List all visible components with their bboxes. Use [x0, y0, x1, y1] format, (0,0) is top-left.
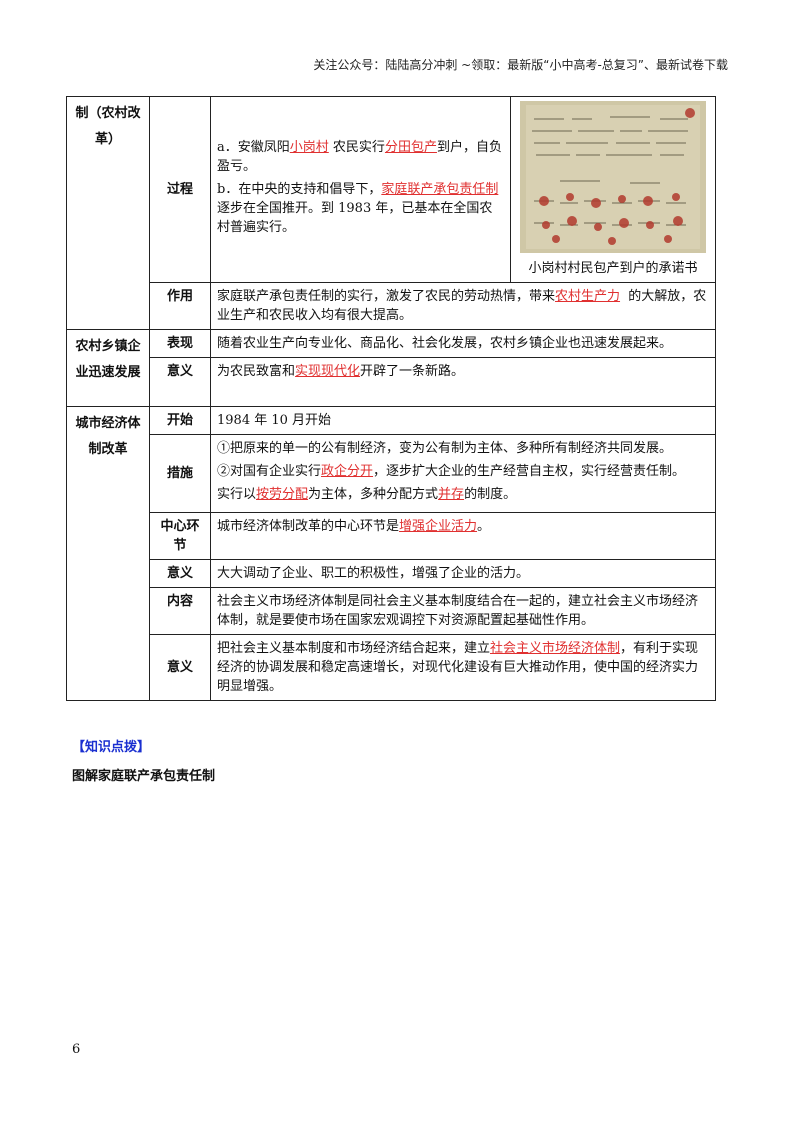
contract-photo [520, 101, 706, 253]
page-header: 关注公众号：陆陆高分冲刺 ~领取：最新版“小中高考-总复习”、最新试卷下载 [313, 58, 728, 72]
answer-blank: 政企分开 [321, 464, 374, 479]
page-number: 6 [72, 1042, 81, 1057]
answer-blank: 家庭联产承包责任制 [381, 182, 499, 197]
photo-caption: 小岗村村民包产到户的承诺书 [528, 261, 698, 276]
process-item-a: a．安徽凤阳小岗村 农民实行分田包产到户，自负盈亏。 [217, 140, 502, 174]
label-significance: 意义 [149, 634, 211, 701]
answer-blank: 分田包产 [384, 140, 437, 155]
table-row: 制（农村改革） 过程 a．安徽凤阳小岗村 农民实行分田包产到户，自负盈亏。 b．… [66, 96, 716, 330]
measure-1: ①把原来的单一的公有制经济，变为公有制为主体、多种所有制经济共同发展。 [217, 441, 673, 456]
label-significance: 意义 [149, 559, 211, 588]
category-township-enterprises: 农村乡镇企业迅速发展 [66, 329, 150, 407]
table-row: 作用 家庭联产承包责任制的实行，激发了农民的劳动热情，带来农村生产力 的大解放，… [67, 282, 716, 330]
answer-blank: 小岗村 [289, 140, 329, 155]
label-performance: 表现 [149, 329, 211, 358]
process-item-b: b．在中央的支持和倡导下，家庭联产承包责任制逐步在全国推开。到 1983 年，已… [217, 182, 499, 235]
section-title: 图解家庭联产承包责任制 [72, 769, 216, 784]
label-start: 开始 [149, 406, 211, 435]
measures-cell: ①把原来的单一的公有制经济，变为公有制为主体、多种所有制经济共同发展。 ②对国有… [210, 434, 716, 513]
category-rural-reform: 制（农村改革） [66, 96, 150, 330]
content-cell: 社会主义市场经济体制是同社会主义基本制度结合在一起的，建立社会主义市场经济体制，… [210, 587, 716, 635]
knowledge-tip-label: 【知识点拨】 [72, 740, 151, 755]
table-row: 措施 ①把原来的单一的公有制经济，变为公有制为主体、多种所有制经济共同发展。 ②… [67, 434, 716, 513]
label-content: 内容 [149, 587, 211, 635]
answer-blank: 增强企业活力 [399, 519, 478, 534]
answer-blank: 农村生产力 [555, 289, 621, 304]
label-measures: 措施 [149, 434, 211, 513]
central-link-cell: 城市经济体制改革的中心环节是增强企业活力。 [210, 512, 716, 560]
table-row: 意义 把社会主义基本制度和市场经济结合起来，建立社会主义市场经济体制，有利于实现… [67, 634, 716, 701]
category-urban-reform: 城市经济体制改革 [66, 406, 150, 701]
label-significance: 意义 [149, 357, 211, 407]
label-process: 过程 [149, 96, 211, 283]
table-row: 农村乡镇企业迅速发展 表现 随着农业生产向专业化、商品化、社会化发展，农村乡镇企… [66, 329, 716, 407]
start-cell: 1984 年 10 月开始 [210, 406, 716, 435]
photo-cell: 小岗村村民包产到户的承诺书 [510, 96, 716, 283]
label-effect: 作用 [149, 282, 211, 330]
table-row: 中心环节 城市经济体制改革的中心环节是增强企业活力。 [67, 512, 716, 560]
process-cell: a．安徽凤阳小岗村 农民实行分田包产到户，自负盈亏。 b．在中央的支持和倡导下，… [210, 96, 511, 283]
table-row: 意义 大大调动了企业、职工的积极性，增强了企业的活力。 [67, 559, 716, 588]
effect-cell: 家庭联产承包责任制的实行，激发了农民的劳动热情，带来农村生产力 的大解放，农业生… [210, 282, 716, 330]
performance-cell: 随着农业生产向专业化、商品化、社会化发展，农村乡镇企业也迅速发展起来。 [210, 329, 716, 358]
significance-cell: 大大调动了企业、职工的积极性，增强了企业的活力。 [210, 559, 716, 588]
significance-cell: 为农民致富和实现现代化开辟了一条新路。 [210, 357, 716, 407]
answer-blank: 社会主义市场经济体制 [490, 641, 621, 656]
table-row: 内容 社会主义市场经济体制是同社会主义基本制度结合在一起的，建立社会主义市场经济… [67, 587, 716, 635]
measure-3: 实行以按劳分配为主体，多种分配方式并存的制度。 [217, 487, 517, 502]
summary-table: 制（农村改革） 过程 a．安徽凤阳小岗村 农民实行分田包产到户，自负盈亏。 b．… [66, 96, 716, 701]
table-row: 城市经济体制改革 开始 1984 年 10 月开始 [66, 406, 716, 701]
answer-blank: 并存 [438, 487, 465, 502]
measure-2: ②对国有企业实行政企分开，逐步扩大企业的生产经营自主权，实行经营责任制。 [217, 464, 686, 479]
answer-blank: 按劳分配 [256, 487, 309, 502]
label-central-link: 中心环节 [149, 512, 211, 560]
significance-cell: 把社会主义基本制度和市场经济结合起来，建立社会主义市场经济体制，有利于实现经济的… [210, 634, 716, 701]
table-row: 意义 为农民致富和实现现代化开辟了一条新路。 [67, 357, 716, 407]
answer-blank: 实现现代化 [295, 364, 361, 379]
